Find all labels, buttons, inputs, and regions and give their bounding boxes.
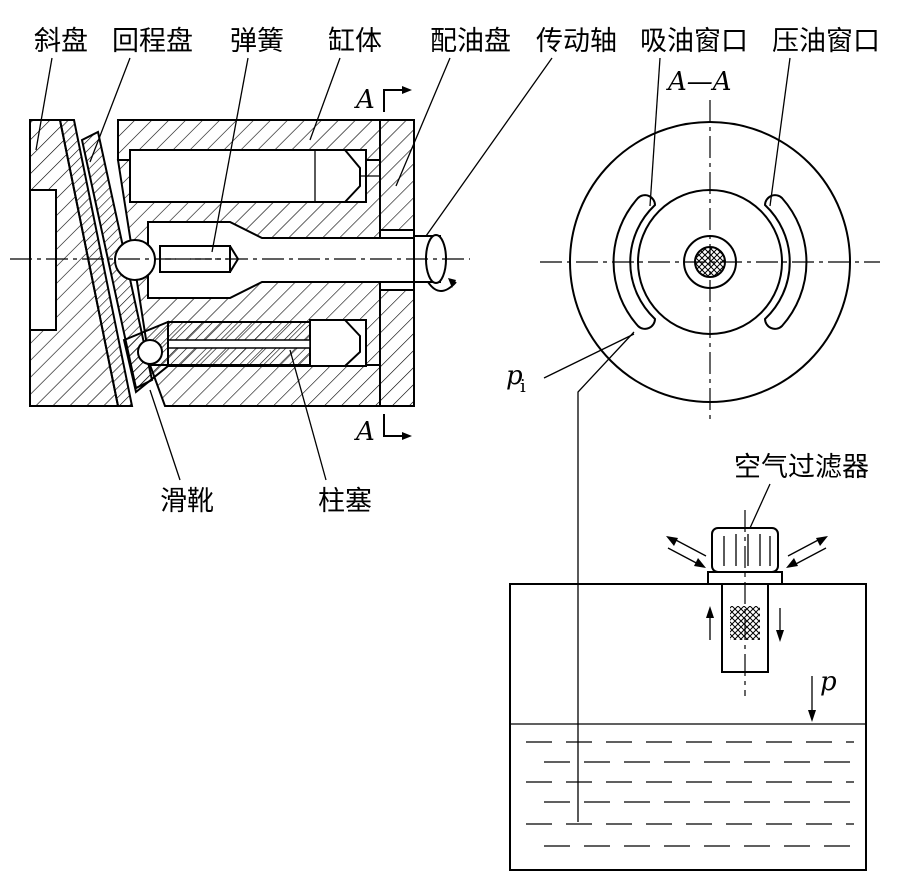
label-pressure-port: 压油窗口 — [772, 26, 880, 57]
label-suction-port: 吸油窗口 — [640, 26, 748, 57]
section-mark-top: A — [354, 85, 375, 115]
air-filter — [666, 483, 828, 696]
label-valve-plate: 配油盘 — [430, 26, 511, 57]
label-inlet-pressure-sub: i — [520, 376, 526, 397]
label-inlet-pressure: p — [506, 361, 523, 391]
valve-plate-section-view: A—A — [540, 57, 880, 420]
pump-cross-section: A A — [10, 57, 553, 481]
label-slipper: 滑靴 — [160, 486, 214, 517]
section-title: A—A — [666, 67, 732, 97]
label-air-filter: 空气过滤器 — [734, 452, 869, 483]
label-cylinder-block: 缸体 — [328, 26, 382, 57]
label-return-plate: 回程盘 — [112, 26, 193, 57]
label-spring: 弹簧 — [230, 26, 284, 57]
label-piston: 柱塞 — [318, 486, 372, 517]
label-swashplate: 斜盘 — [34, 26, 88, 57]
oil-tank — [509, 583, 867, 871]
section-mark-bottom: A — [354, 417, 375, 447]
label-drive-shaft: 传动轴 — [536, 26, 617, 57]
label-atm-pressure: p — [820, 667, 837, 697]
oil-level-dashes — [526, 741, 854, 847]
